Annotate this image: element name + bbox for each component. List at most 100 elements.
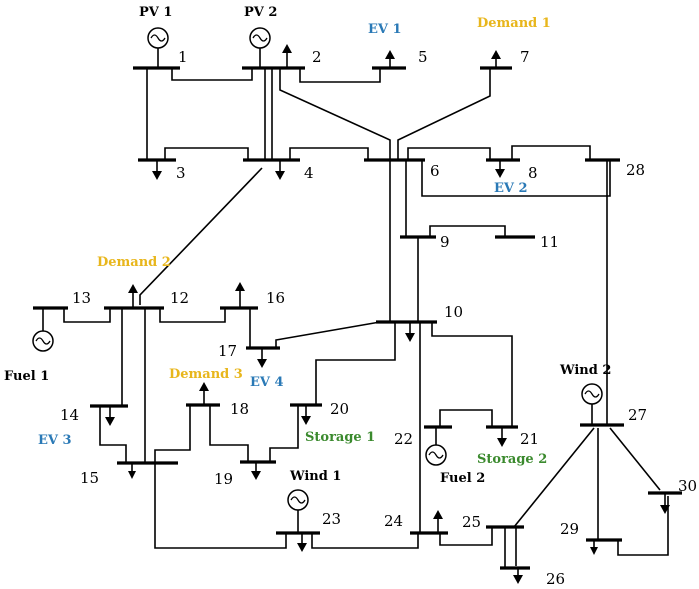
line-23-24 (311, 533, 419, 549)
bus-number: 7 (520, 48, 530, 66)
load-arrow-icon (297, 533, 307, 552)
bus-number: 20 (330, 400, 349, 418)
bus-number: 8 (528, 164, 538, 182)
bus-number: 6 (430, 162, 440, 180)
line-15-23 (154, 463, 287, 549)
line-2-5 (299, 68, 381, 83)
up-arrow-icon (385, 50, 395, 68)
label-pv1: PV 1 (139, 5, 172, 20)
load-arrow-icon (152, 160, 162, 180)
line-27-30 (609, 427, 661, 491)
load-arrow-icon (590, 540, 598, 555)
load-arrow-icon (251, 462, 261, 480)
component-labels: PV 1 PV 2 EV 1 Demand 1 EV 2 Demand 2 Fu… (4, 5, 611, 486)
line-10-21 (431, 322, 513, 427)
bus-number: 9 (440, 233, 450, 251)
bus-number: 22 (394, 430, 413, 448)
generator-pv2-icon (249, 27, 271, 68)
line-14-15 (99, 406, 127, 463)
line-12-13 (63, 308, 111, 323)
load-arrow-icon (500, 527, 530, 584)
load-arrow-icon (405, 322, 415, 342)
up-arrow-icon (491, 50, 501, 68)
bus-number: 28 (626, 161, 645, 179)
line-9-11 (429, 225, 506, 237)
line-1-2 (171, 68, 253, 81)
label-pv2: PV 2 (244, 5, 277, 20)
bus-number: 2 (312, 48, 322, 66)
bus-number: 26 (546, 570, 565, 588)
load-arrow-icon (257, 348, 267, 368)
load-arrow-icon (301, 405, 311, 425)
line-15-18 (154, 405, 191, 463)
bus-numbers: 1 2 3 4 5 6 7 8 9 10 11 12 13 14 15 16 1… (60, 48, 697, 588)
label-demand1: Demand 1 (477, 16, 551, 31)
bus-number: 17 (218, 342, 237, 360)
line-10-20 (315, 322, 396, 405)
line-19-20 (269, 405, 299, 462)
generator-fuel2-icon (425, 427, 447, 466)
load-arrow-icon (495, 160, 505, 178)
generator-wind1-icon (287, 489, 309, 533)
load-arrow-icon (497, 427, 507, 447)
bus-number: 30 (678, 477, 697, 495)
line-8-28 (511, 145, 591, 160)
bus-bars (33, 66, 682, 542)
up-arrow-icon (128, 284, 138, 308)
line-6-28 (421, 160, 611, 197)
up-arrow-icon (199, 382, 209, 405)
label-ev1: EV 1 (368, 22, 402, 37)
label-demand2: Demand 2 (97, 255, 171, 270)
load-arrow-icon (128, 463, 136, 479)
up-arrow-icon (282, 44, 292, 68)
exports (128, 44, 501, 533)
bus-number: 11 (540, 233, 559, 251)
line-6-7 (397, 68, 491, 160)
line-25-27 (513, 427, 595, 528)
label-demand3: Demand 3 (169, 367, 243, 382)
bus-number: 19 (214, 470, 233, 488)
line-4-6 (289, 147, 369, 160)
line-6-8 (407, 147, 491, 160)
line-29-30 (617, 496, 669, 556)
bus-number: 29 (560, 520, 579, 538)
line-2-6 (279, 68, 391, 160)
bus-number: 25 (462, 513, 481, 531)
load-arrow-icon (275, 160, 285, 180)
up-arrow-icon (235, 282, 245, 308)
load-arrow-icon (105, 406, 115, 426)
label-ev3: EV 3 (38, 433, 72, 448)
bus-number: 18 (230, 400, 249, 418)
bus-number: 1 (178, 48, 188, 66)
transmission-lines (63, 68, 669, 566)
bus-number: 16 (266, 289, 285, 307)
bus-number: 15 (80, 469, 99, 487)
generator-pv1-icon (147, 27, 169, 68)
generator-fuel1-icon (32, 308, 54, 352)
generator-wind2-icon (581, 383, 603, 425)
bus-number: 12 (170, 289, 189, 307)
bus-number: 10 (444, 303, 463, 321)
line-24-25 (439, 527, 493, 546)
bus-number: 24 (384, 512, 403, 530)
line-1-3b (164, 147, 249, 160)
bus-number: 23 (322, 510, 341, 528)
bus-number: 14 (60, 406, 79, 424)
label-storage2: Storage 2 (477, 452, 547, 467)
line-4-12 (139, 167, 263, 305)
label-ev4: EV 4 (250, 375, 284, 390)
load-arrow-icon (660, 493, 670, 514)
label-wind1: Wind 1 (289, 469, 341, 484)
loads (105, 160, 670, 584)
line-22-21 (439, 409, 493, 427)
label-ev2: EV 2 (494, 181, 528, 196)
generators (32, 27, 603, 533)
bus-number: 4 (304, 164, 314, 182)
label-wind2: Wind 2 (559, 363, 611, 378)
bus-number: 21 (520, 430, 539, 448)
label-storage1: Storage 1 (305, 430, 375, 445)
bus-number: 27 (628, 406, 647, 424)
bus-number: 5 (418, 48, 428, 66)
label-fuel2: Fuel 2 (440, 471, 485, 486)
